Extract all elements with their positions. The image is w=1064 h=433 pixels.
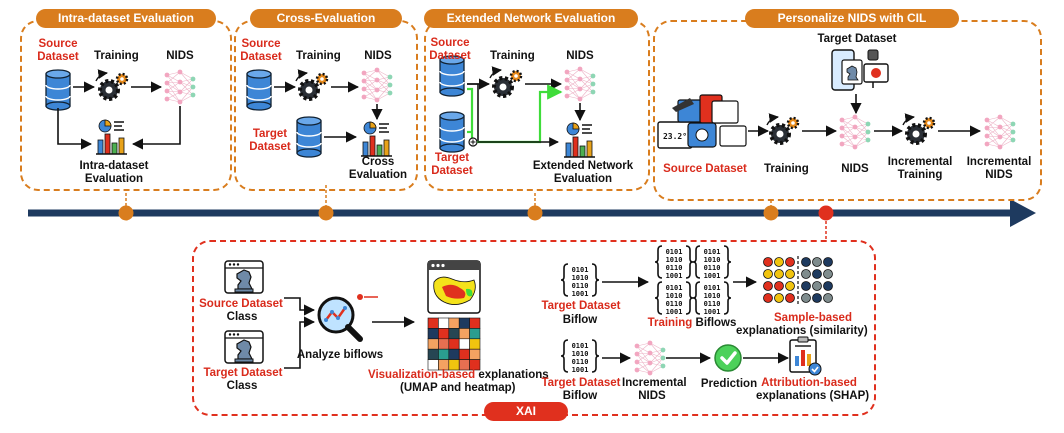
evaluation-label: Extended Network Evaluation [532,160,634,185]
target-dataset-label: Target Dataset [249,128,291,153]
visualization-label: Visualization-based explanations [368,369,549,382]
target-dataset-label: Target Dataset [817,33,897,45]
sample-dot [774,257,784,267]
bottom-biflow-label: Biflow [562,390,598,402]
incremental-nids-label: Incremental NIDS [622,377,687,402]
source-dataset-label: Source Dataset [37,38,79,63]
panel-personalize-title: Personalize NIDS with CIL [745,9,959,28]
source-dataset-label: Source Dataset [429,37,471,62]
sample-dot [763,269,773,279]
top-biflow-label: Biflow [562,314,598,326]
training-label: Training [296,50,341,62]
sample-dot [823,257,833,267]
top-target-dataset-label: Target Dataset [541,300,621,312]
panel-extended-title: Extended Network Evaluation [424,9,638,28]
heatmap-icon [427,317,481,371]
sample-dot [774,281,784,291]
evaluation-label: Cross Evaluation [348,156,408,181]
panel-intra-title: Intra-dataset Evaluation [36,9,216,28]
nids-label: NIDS [364,50,392,62]
analyze-biflows-label: Analyze biflows [296,349,384,361]
xai-graphics [224,245,833,376]
visualization-sub-label: (UMAP and heatmap) [400,382,516,394]
sample-dot [763,281,773,291]
sample-grid-icon [763,256,833,304]
sample-dot [785,269,795,279]
training-label: Training [764,163,809,175]
training-label: Training [94,50,139,62]
incremental-training-label: Incremental Training [887,156,953,181]
sample-dot [774,293,784,303]
xai-target-class-label: Class [226,380,258,392]
visualization-rest-text: explanations [475,369,549,381]
sample-dot [801,293,811,303]
sample-dot [801,269,811,279]
bottom-target-dataset-label: Target Dataset [541,377,621,389]
sample-dot [812,257,822,267]
sample-dot [801,281,811,291]
sample-dot [785,257,795,267]
sample-dot [763,257,773,267]
panel-cross-title: Cross-Evaluation [250,9,402,28]
sample-sub-label: explanations (similarity) [736,325,868,337]
heatmap-cell [469,359,481,371]
nids-label: NIDS [166,50,194,62]
timeline-arrowhead [1010,199,1036,227]
evaluation-label: Intra-dataset Evaluation [79,160,149,185]
sample-dot [763,293,773,303]
source-dataset-label: Source Dataset [240,38,282,63]
attribution-label: Attribution-based [761,377,857,389]
training-biflows-label: Training Biflows [640,317,744,330]
sample-dot [823,293,833,303]
sample-dot [785,281,795,291]
panel-cross-graphics [246,67,393,158]
sample-dot [812,269,822,279]
panel-xai-title: XAI [484,402,568,421]
nids-label: NIDS [841,163,869,175]
sample-dot [801,257,811,267]
source-dataset-label: Source Dataset [663,163,747,175]
svg-text:23.2°: 23.2° [663,132,687,141]
sample-dot [774,269,784,279]
prediction-label: Prediction [700,378,758,390]
visualization-red-text: Visualization-based [368,369,476,381]
source-devices-icon: 23.2° [657,94,747,149]
sample-dot [823,269,833,279]
xai-target-dataset-label: Target Dataset [203,367,283,379]
nids-label: NIDS [566,50,594,62]
training-red-text: Training [647,317,693,329]
sample-dot [812,293,822,303]
panel-personalize-graphics: 23.2° [657,49,1016,150]
attribution-sub-label: explanations (SHAP) [756,390,870,402]
sample-dot [823,281,833,291]
training-rest-text: Biflows [692,317,737,329]
panel-extended-graphics [439,55,596,158]
umap-icon [427,260,481,314]
sample-based-label: Sample-based [774,312,852,324]
sample-dot [812,281,822,291]
sample-dot [785,293,795,303]
target-dataset-label: Target Dataset [431,152,473,177]
xai-source-class-label: Class [226,311,258,323]
incremental-nids-label: Incremental NIDS [966,156,1032,181]
panel-intra-graphics [45,69,196,155]
timeline-markers [118,185,834,240]
training-label: Training [490,50,535,62]
iot-devices-icon [831,49,889,91]
xai-source-dataset-label: Source Dataset [199,298,283,310]
